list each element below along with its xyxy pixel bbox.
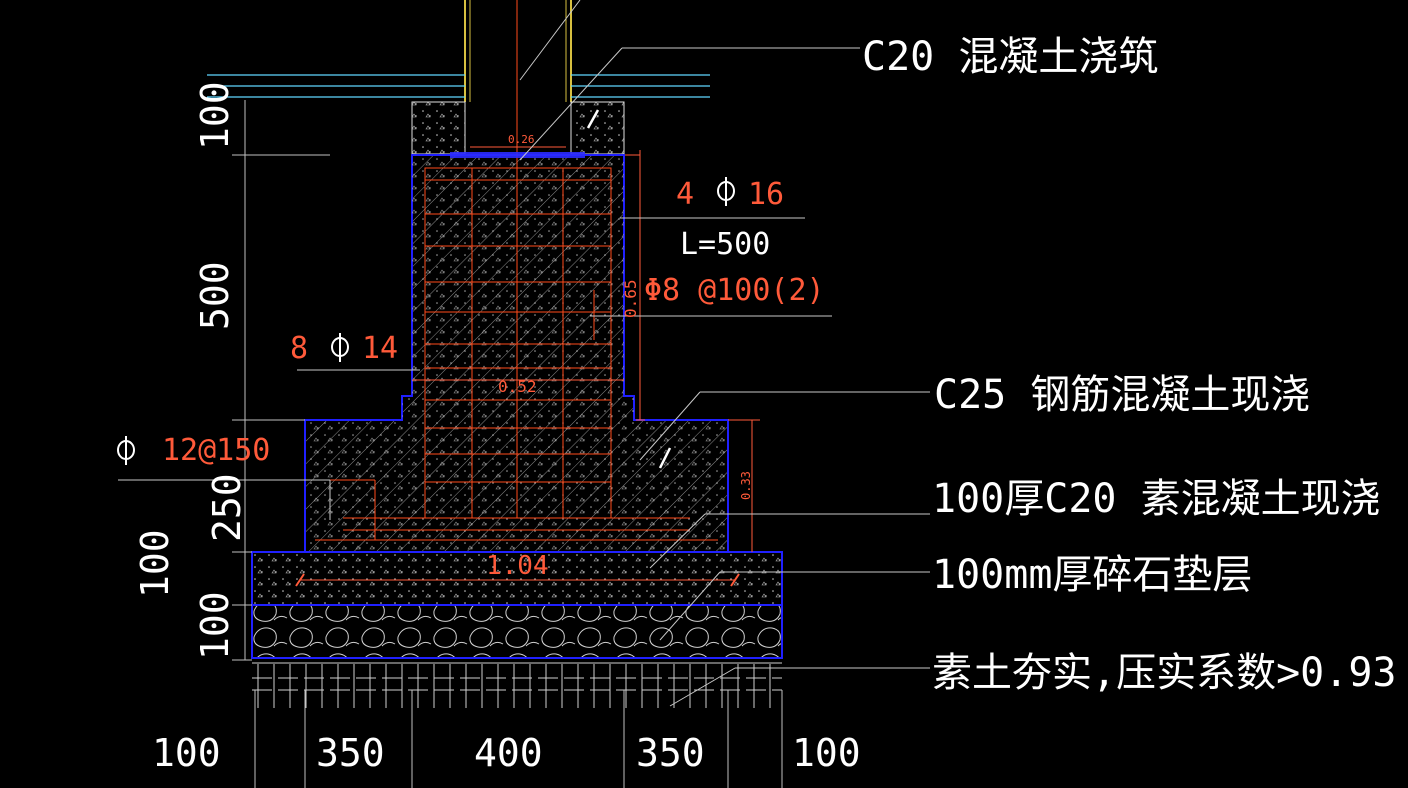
hdim-400: 400	[474, 731, 543, 775]
side-bars-dia: 14	[362, 331, 398, 366]
hdim-100-left: 100	[152, 731, 221, 775]
label-c20-pour: C20 混凝土浇筑	[862, 34, 1158, 80]
floor-lines	[207, 74, 710, 98]
dim-052: 0.52	[498, 377, 537, 396]
top-bars-dia: 16	[748, 177, 784, 212]
phi-icon-top	[717, 177, 735, 206]
phi-icon-side	[331, 333, 349, 362]
vdim-100-mid: 100	[133, 529, 177, 598]
dimension-lines	[232, 100, 783, 788]
vdim-100-top: 100	[193, 81, 237, 150]
phi-icon-bottom	[117, 436, 135, 465]
top-bars-count: 4	[676, 177, 694, 212]
vdim-100-bot: 100	[193, 591, 237, 660]
label-gravel: 100mm厚碎石垫层	[932, 552, 1252, 598]
column-base-plate	[450, 152, 585, 158]
bottom-mesh-spec: 12@150	[162, 433, 270, 468]
gravel-layer	[251, 604, 783, 659]
dim-065: 0.65	[621, 279, 640, 318]
label-plain-c20: 100厚C20 素混凝土现浇	[932, 476, 1381, 522]
hdim-100-right: 100	[792, 731, 861, 775]
compacted-soil	[252, 662, 782, 708]
leader-lines	[118, 0, 930, 707]
label-soil: 素土夯实,压实系数>0.93	[932, 650, 1397, 696]
internal-dimensions	[295, 146, 760, 587]
column-stub	[464, 0, 572, 150]
dim-104: 1.04	[486, 551, 549, 581]
hdim-350-right: 350	[636, 731, 705, 775]
plain-concrete-layer	[251, 551, 783, 606]
top-bars-length: L=500	[680, 227, 770, 262]
side-bars-count: 8	[290, 331, 308, 366]
label-c25-rc: C25 钢筋混凝土现浇	[934, 372, 1310, 418]
top-c20-blocks	[411, 101, 625, 155]
dim-033: 0.33	[739, 471, 753, 500]
vdim-250: 250	[205, 473, 249, 542]
hdim-350-left: 350	[316, 731, 385, 775]
vdim-500: 500	[193, 261, 237, 330]
stirrup-spec: Φ8 @100(2)	[644, 273, 825, 308]
dim-026: 0.26	[508, 133, 535, 146]
